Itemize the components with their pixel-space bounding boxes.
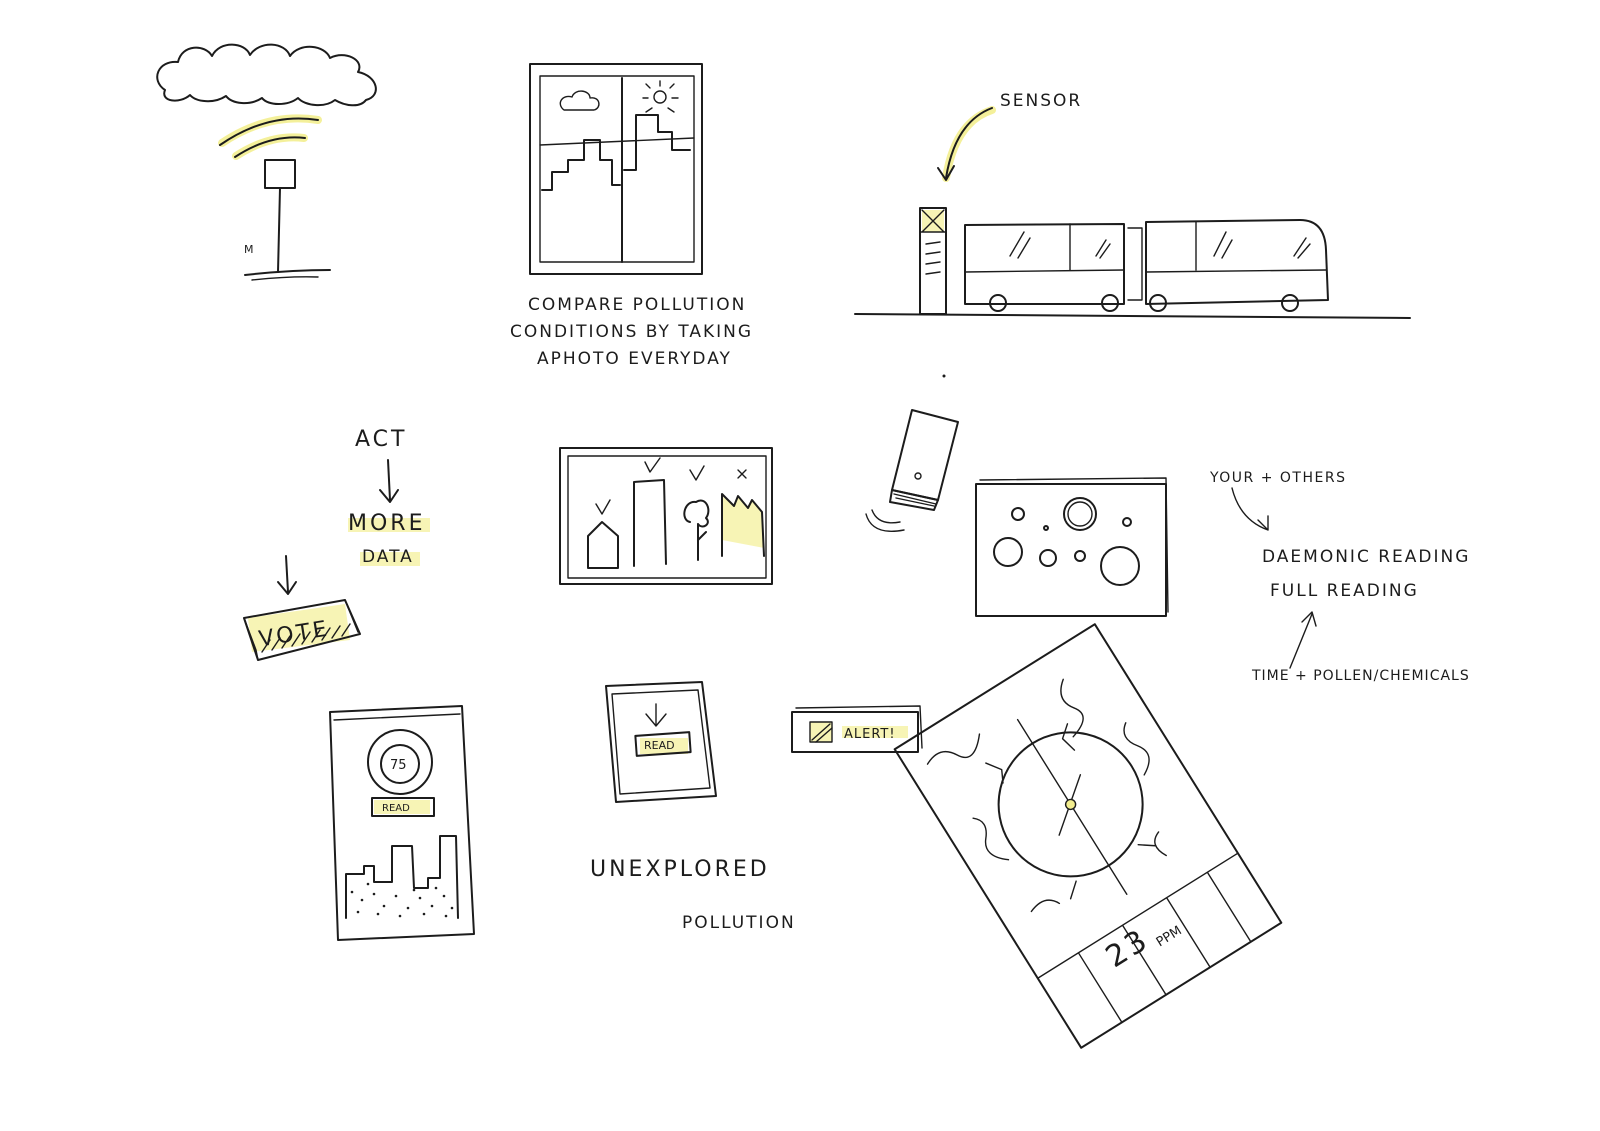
compare-caption-line2: CONDITIONS BY TAKING xyxy=(510,322,753,342)
tablet-read-label: READ xyxy=(644,739,675,752)
tower-icon xyxy=(633,479,667,567)
time-pollen-label: TIME + POLLEN/CHEMICALS xyxy=(1251,668,1470,684)
yours-others-label: YOUR + OTHERS xyxy=(1209,470,1346,486)
tree-icon xyxy=(683,499,710,561)
pollution-dots-icon xyxy=(350,882,454,918)
more-label: MORE xyxy=(348,511,425,536)
compare-caption-line3: APHOTO EVERYDAY xyxy=(537,349,732,369)
phone-read-label: READ xyxy=(382,803,410,814)
pollution-map-sketch: 23 PPM xyxy=(893,623,1283,1049)
phone-reading-sketch: 75 READ xyxy=(329,705,475,941)
tablet-read-sketch: READ xyxy=(605,681,717,803)
act-down-arrow-icon xyxy=(379,459,399,503)
sun-icon xyxy=(642,80,679,113)
vote-button-sketch: VOTE xyxy=(243,599,361,661)
sensor-box-icon xyxy=(264,159,296,189)
compare-caption-line1: COMPARE POLLUTION xyxy=(528,295,746,315)
pollution-label: POLLUTION xyxy=(682,913,796,933)
handheld-device-sketch xyxy=(865,374,959,532)
photo-compare-sketch: COMPARE POLLUTION CONDITIONS BY TAKING A… xyxy=(510,63,753,369)
unexplored-label: UNEXPLORED xyxy=(590,857,770,882)
cloud-icon xyxy=(156,43,377,107)
sensor-label: SENSOR xyxy=(1000,91,1082,111)
bubble-reading-screen-sketch xyxy=(975,477,1169,617)
phone-value: 75 xyxy=(390,758,407,773)
map-value: 23 xyxy=(1100,922,1156,975)
daemonic-arrow-icon xyxy=(1231,487,1269,531)
cross-mark-icon xyxy=(737,469,747,479)
skyline-icon xyxy=(345,835,459,919)
down-arrow-icon xyxy=(645,703,667,727)
vote-down-arrow-icon xyxy=(277,555,297,595)
full-up-arrow-icon xyxy=(1289,611,1317,669)
bus-sensor-sketch: SENSOR xyxy=(854,91,1411,319)
map-unit: PPM xyxy=(1154,923,1185,950)
tablet-read-button xyxy=(634,731,692,757)
house-icon xyxy=(587,521,619,569)
cloud-sensor-sketch: M xyxy=(156,43,377,281)
alert-badge-sketch: ALERT! xyxy=(791,705,923,753)
reading-annotations: YOUR + OTHERS DAEMONIC READING FULL READ… xyxy=(1209,470,1470,684)
bus-wheel-icon xyxy=(989,294,1007,312)
checkmark-icon xyxy=(595,457,705,515)
skyline-right-icon xyxy=(623,114,691,171)
skyline-left-icon xyxy=(541,139,621,191)
factory-icon xyxy=(721,493,765,557)
building-vote-screen-sketch xyxy=(559,447,773,585)
alert-icon xyxy=(809,721,833,743)
act-label: ACT xyxy=(355,427,407,452)
phone-read-button xyxy=(371,797,435,817)
alert-label: ALERT! xyxy=(844,727,896,742)
map-mark-label: M xyxy=(244,243,254,256)
cloud-small-icon xyxy=(559,90,600,111)
daemonic-reading-label: DAEMONIC READING xyxy=(1262,547,1470,567)
bus-body-icon xyxy=(964,219,1329,305)
act-flow-sketch: ACT MORE DATA xyxy=(277,427,430,595)
data-label: DATA xyxy=(362,547,414,567)
full-reading-label: FULL READING xyxy=(1270,581,1419,601)
